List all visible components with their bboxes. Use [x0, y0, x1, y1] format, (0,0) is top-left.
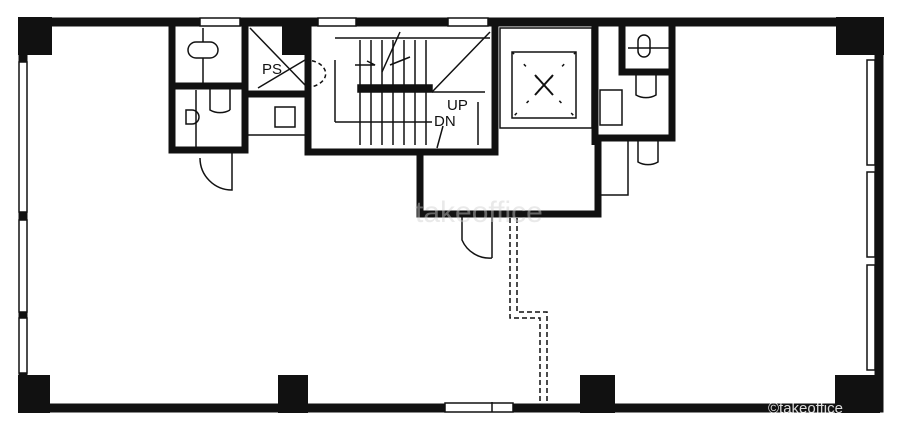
core-walls	[168, 22, 676, 218]
windows	[18, 17, 876, 413]
dn-label: DN	[434, 113, 456, 130]
pipe-route-dashed	[509, 218, 548, 405]
ps-label: PS	[262, 61, 282, 78]
core-thin-lines	[185, 27, 670, 259]
up-label: UP	[447, 97, 468, 114]
watermark-center: takeoffice	[415, 196, 543, 229]
columns	[18, 17, 884, 413]
copyright-watermark: ©takeoffice	[768, 400, 843, 417]
